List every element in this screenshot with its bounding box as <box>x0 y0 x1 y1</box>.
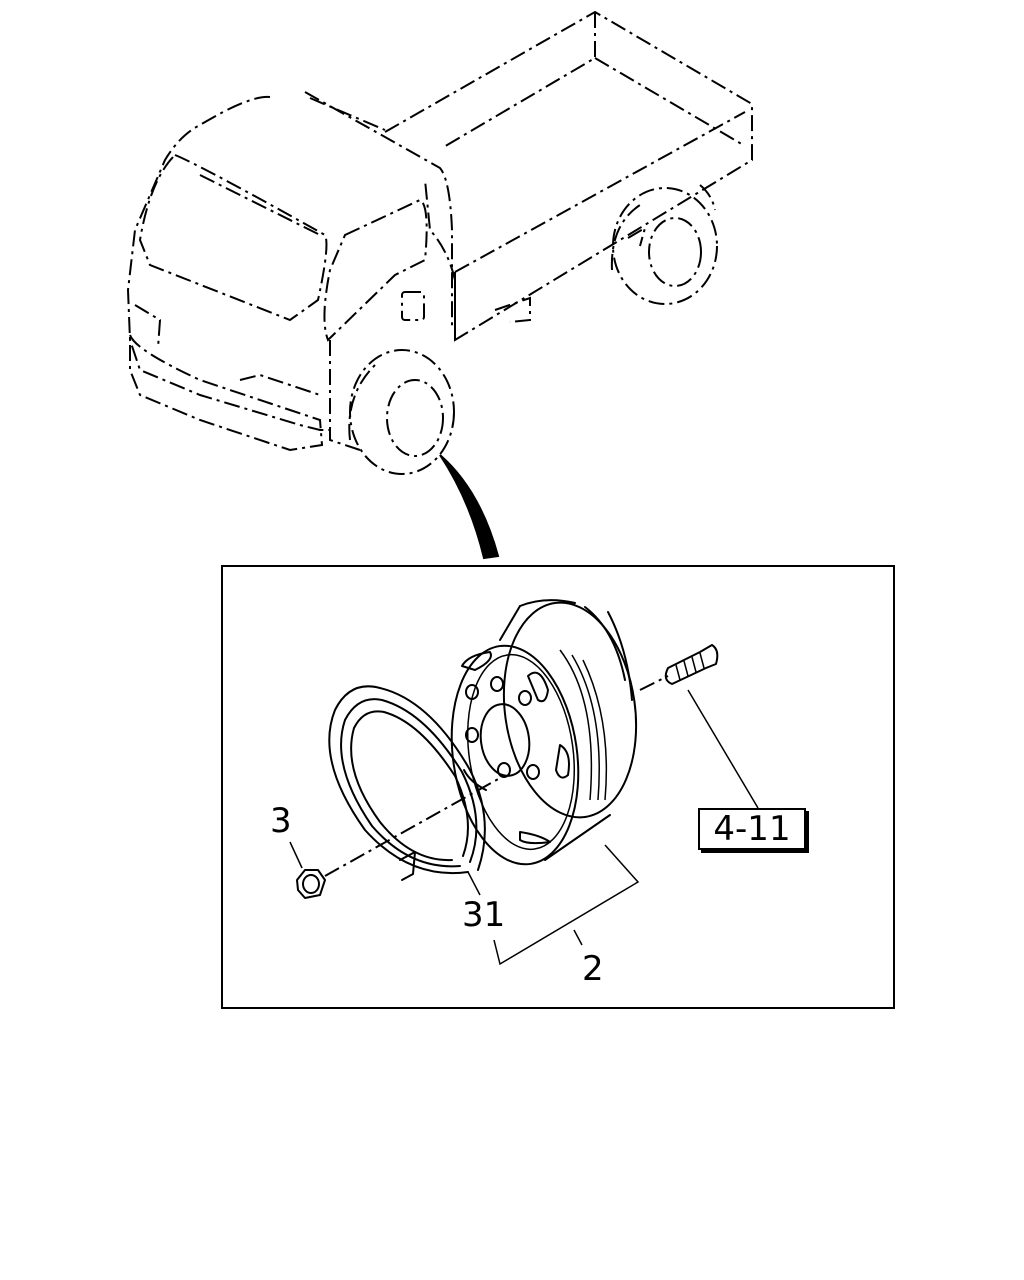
bracket-wheel-assembly <box>493 844 640 966</box>
leader-nut <box>289 841 303 869</box>
detail-frame <box>221 565 895 1009</box>
leader-stud <box>687 689 759 809</box>
nut-part <box>296 869 326 899</box>
ring-part <box>328 685 486 881</box>
label-nut: 3 <box>270 801 292 841</box>
stud-bolt <box>664 644 719 685</box>
label-wheel-assembly: 2 <box>582 949 604 989</box>
reference-box[interactable]: 4-11 <box>698 808 806 850</box>
leader-ring <box>467 871 481 896</box>
label-ring: 31 <box>462 895 506 935</box>
pointer-arrow <box>439 454 500 560</box>
truck-outline <box>126 10 753 475</box>
wheel-disc <box>450 599 638 866</box>
